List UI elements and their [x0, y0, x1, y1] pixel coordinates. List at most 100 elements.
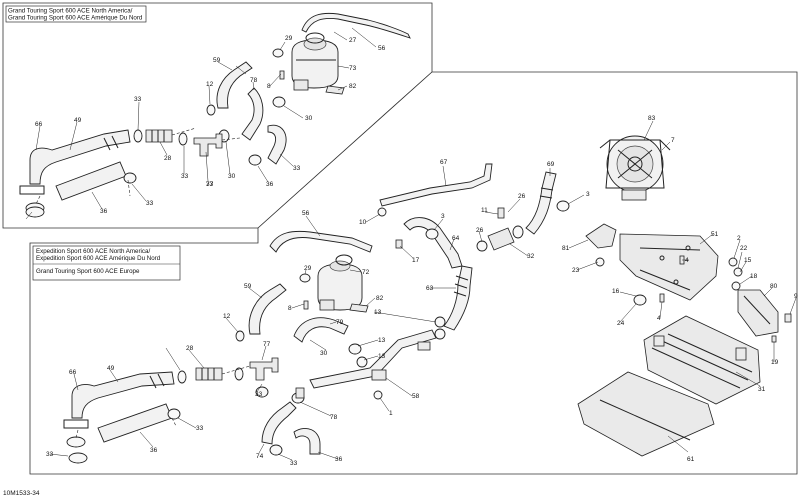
hose-59-bottom [248, 283, 287, 335]
part-callout-82: 82 [349, 83, 357, 90]
part-callout-1: 1 [389, 410, 393, 417]
part-callout-66: 66 [35, 121, 43, 128]
part-callout-69: 69 [547, 161, 555, 168]
part-callout-33: 33 [293, 165, 301, 172]
part-callout-7: 7 [671, 137, 675, 144]
tee-77-top [193, 133, 223, 157]
part-callout-59: 59 [244, 283, 252, 290]
part-callout-78: 78 [250, 77, 258, 84]
part-callout-17: 17 [412, 257, 420, 264]
part-callout-8: 8 [288, 305, 292, 312]
hose-36-top [267, 124, 287, 165]
hose-59-top [216, 61, 253, 109]
bracket-80 [737, 289, 779, 337]
hose-36-lower [293, 428, 321, 455]
clamp-29-top [272, 48, 284, 58]
fan-83 [599, 135, 671, 201]
part-callout-32: 32 [527, 253, 535, 260]
caption-bottom-line-2: Expedition Sport 600 ACE Amérique Du Nor… [36, 255, 161, 262]
part-callout-82: 82 [376, 295, 384, 302]
part-callout-30: 30 [305, 115, 313, 122]
part-callout-83: 83 [648, 115, 656, 122]
part-callout-23: 23 [572, 267, 580, 274]
part-callout-77: 77 [263, 341, 271, 348]
top-assembly-parts [19, 12, 411, 218]
part-callout-49: 49 [74, 117, 82, 124]
caption-box-bottom: Expedition Sport 600 ACE North America/ … [32, 245, 181, 281]
part-callout-28: 28 [186, 345, 194, 352]
part-callout-29: 29 [285, 35, 293, 42]
part-callout-78: 78 [330, 414, 338, 421]
part-callout-58: 58 [412, 393, 420, 400]
part-callout-36: 36 [335, 456, 343, 463]
part-callout-13: 13 [374, 309, 382, 316]
part-callout-33: 33 [181, 173, 189, 180]
part-callout-63: 63 [426, 285, 434, 292]
part-callout-31: 31 [758, 386, 766, 393]
vent-hose-bottom [269, 230, 373, 253]
part-callout-56: 56 [302, 210, 310, 217]
part-callout-61: 61 [687, 456, 695, 463]
radiator-31 [643, 315, 761, 405]
hose-64 [403, 217, 463, 269]
part-callout-36: 36 [266, 181, 274, 188]
hose-79-bottom [293, 317, 349, 343]
part-callout-4: 4 [657, 315, 661, 322]
vent-pipe-67 [379, 163, 493, 207]
part-callout-22: 22 [740, 245, 748, 252]
caption-top-line-1: Grand Touring Sport 600 ACE North Americ… [8, 8, 133, 15]
drawing-code: 10M1533-34 [3, 490, 40, 497]
part-callout-64: 64 [452, 235, 460, 242]
hose-74 [261, 401, 297, 445]
part-callout-30: 30 [228, 173, 236, 180]
part-callout-73: 73 [349, 65, 357, 72]
part-callout-10: 10 [359, 219, 367, 226]
coolant-tank-bottom [317, 254, 363, 311]
part-callout-33: 33 [196, 425, 204, 432]
part-callout-4: 4 [685, 257, 689, 264]
part-callout-18: 18 [750, 273, 758, 280]
part-callout-24: 24 [617, 320, 625, 327]
part-callout-9: 9 [794, 293, 798, 300]
hose-49-top [29, 129, 131, 185]
hose-69 [525, 171, 557, 235]
vent-hose-top [301, 12, 411, 39]
skid-plate-61 [577, 371, 715, 457]
part-callout-33: 33 [255, 391, 263, 398]
part-callout-12: 12 [206, 81, 214, 88]
part-callout-15: 15 [744, 257, 752, 264]
part-callout-81: 81 [562, 245, 570, 252]
part-callout-33: 33 [134, 96, 142, 103]
pipe-58-bottom [309, 329, 437, 389]
part-callout-11: 11 [481, 207, 488, 214]
part-callout-49: 49 [107, 365, 115, 372]
part-callout-77: 77 [206, 181, 214, 188]
part-callout-3: 3 [586, 191, 590, 198]
part-callout-30: 30 [320, 350, 328, 357]
part-callout-36: 36 [150, 447, 158, 454]
part-callout-72: 72 [362, 269, 370, 276]
part-callout-36: 36 [100, 208, 108, 215]
part-callout-8: 8 [267, 83, 271, 90]
caption-bottom-line-1: Expedition Sport 600 ACE North America/ [36, 248, 150, 255]
bottom-assembly-parts [63, 163, 570, 464]
part-callout-80: 80 [770, 283, 778, 290]
caption-box-top: Grand Touring Sport 600 ACE North Americ… [5, 5, 147, 23]
part-callout-66: 66 [69, 369, 77, 376]
part-callout-56: 56 [378, 45, 386, 52]
part-callout-26: 26 [518, 193, 526, 200]
caption-top-line-2: Grand Touring Sport 600 ACE Amérique Du … [8, 15, 143, 22]
part-callout-3: 3 [441, 213, 445, 220]
part-callout-16: 16 [612, 288, 620, 295]
part-callout-33: 33 [290, 460, 298, 467]
part-callout-67: 67 [440, 159, 448, 166]
part-callout-33: 33 [46, 451, 54, 458]
part-callout-12: 12 [223, 313, 231, 320]
bracket-81 [585, 223, 617, 249]
part-callout-13: 13 [378, 337, 386, 344]
part-callout-79: 79 [336, 319, 344, 326]
part-callout-19: 19 [771, 359, 779, 366]
hose-63 [443, 265, 473, 331]
hose-78-top [241, 87, 264, 141]
caption-bottom-line-3: Grand Touring Sport 600 ACE Europe [36, 268, 140, 275]
